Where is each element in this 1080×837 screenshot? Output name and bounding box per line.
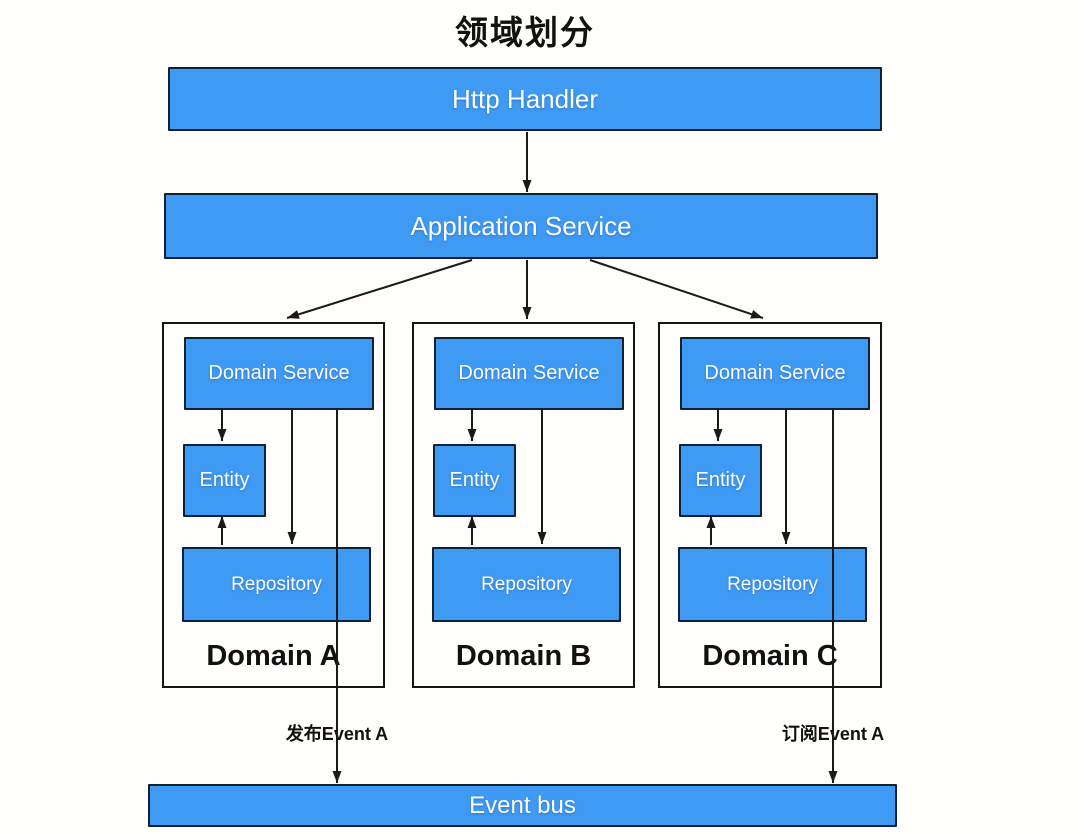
application-service-box: Application Service bbox=[164, 193, 878, 259]
domain-a-repository-box: Repository bbox=[182, 547, 371, 622]
event-bus-box: Event bus bbox=[148, 784, 897, 827]
domain-a-title: Domain A bbox=[206, 640, 341, 672]
domain-c-service-label: Domain Service bbox=[704, 362, 846, 384]
event-bus-label: Event bus bbox=[469, 791, 576, 819]
domain-b-entity-box: Entity bbox=[433, 444, 516, 517]
domain-a-entity-label: Entity bbox=[199, 469, 250, 491]
application-service-label: Application Service bbox=[410, 210, 632, 241]
domain-c-container: Domain Service Entity Repository Domain … bbox=[658, 322, 882, 688]
domain-b-container: Domain Service Entity Repository Domain … bbox=[412, 322, 635, 688]
domain-b-service-label: Domain Service bbox=[458, 362, 600, 384]
domain-c-repository-label: Repository bbox=[727, 573, 818, 595]
domain-a-entity-box: Entity bbox=[183, 444, 266, 517]
http-handler-box: Http Handler bbox=[168, 67, 882, 131]
subscribe-event-label: 订阅Event A bbox=[781, 724, 885, 744]
diagram-title: 领域划分 bbox=[455, 14, 595, 51]
domain-b-service-box: Domain Service bbox=[434, 337, 624, 410]
domain-a-repository-label: Repository bbox=[231, 573, 322, 595]
domain-b-repository-label: Repository bbox=[481, 573, 572, 595]
domain-b-repository-box: Repository bbox=[432, 547, 621, 622]
publish-event-label: 发布Event A bbox=[285, 724, 389, 744]
domain-c-title: Domain C bbox=[702, 640, 838, 672]
domain-a-service-box: Domain Service bbox=[184, 337, 374, 410]
http-handler-label: Http Handler bbox=[452, 83, 598, 114]
domain-c-entity-label: Entity bbox=[695, 469, 746, 491]
domain-b-title: Domain B bbox=[455, 640, 592, 672]
domain-c-service-box: Domain Service bbox=[680, 337, 870, 410]
domain-b-entity-label: Entity bbox=[449, 469, 500, 491]
domain-a-container: Domain Service Entity Repository Domain … bbox=[162, 322, 385, 688]
domain-a-service-label: Domain Service bbox=[208, 362, 350, 384]
domain-c-entity-box: Entity bbox=[679, 444, 762, 517]
domain-c-repository-box: Repository bbox=[678, 547, 867, 622]
